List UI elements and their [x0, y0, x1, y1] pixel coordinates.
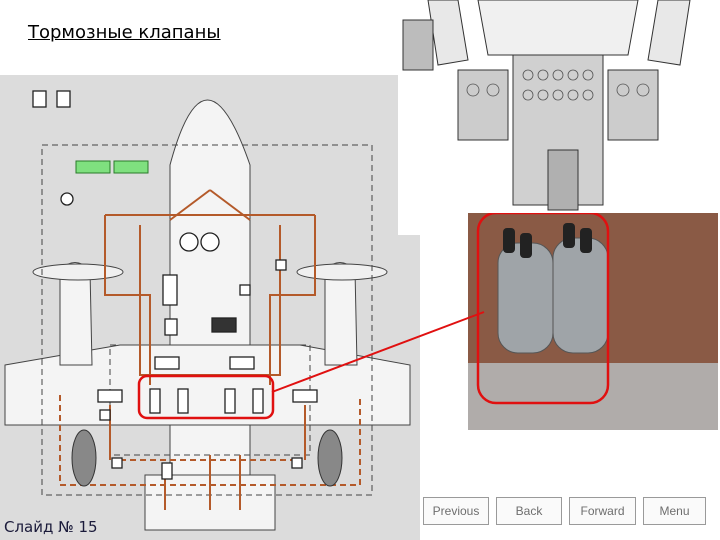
valve-components [32, 90, 318, 480]
propellers [32, 263, 388, 281]
slide-number: Слайд № 15 [4, 518, 98, 536]
brake-valves-photo [468, 213, 718, 430]
back-button[interactable]: Back [496, 497, 562, 525]
menu-button[interactable]: Menu [643, 497, 706, 525]
slide-title: Тормозные клапаны [28, 22, 221, 43]
green-valve-labels [75, 160, 149, 174]
cockpit-illustration [398, 0, 720, 235]
brake-valves-photo-drawing [468, 213, 718, 430]
hydraulic-pipes [59, 189, 361, 510]
cockpit-drawing [398, 0, 720, 235]
aircraft-silhouette [4, 99, 411, 531]
brake-system-diagram [4, 90, 411, 531]
main-wheels [71, 429, 343, 487]
brake-valves-highlight [137, 374, 275, 420]
previous-button[interactable]: Previous [423, 497, 489, 525]
forward-button[interactable]: Forward [569, 497, 636, 525]
brake-scheme-panel [0, 75, 420, 540]
